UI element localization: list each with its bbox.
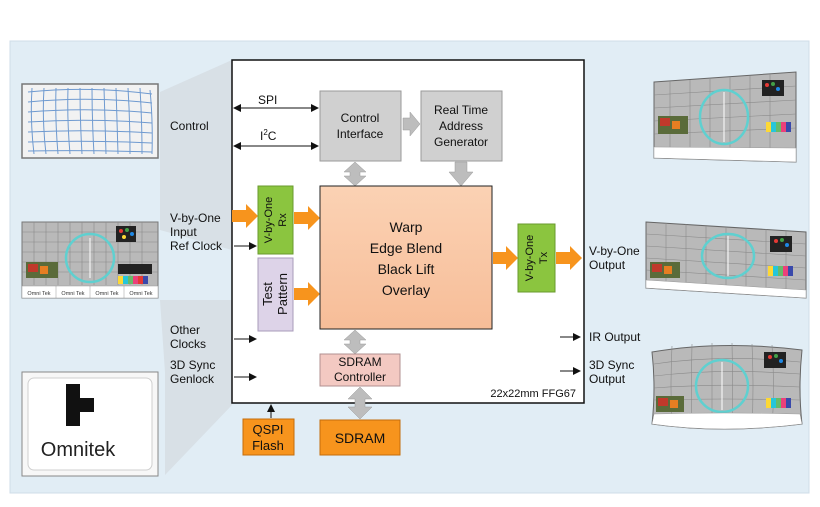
qspi-label-2: Flash	[252, 438, 284, 453]
label-control: Control	[170, 119, 209, 133]
sdram-block	[319, 419, 401, 456]
output-thumbnail-top	[653, 71, 797, 163]
sdram-controller-block	[319, 353, 401, 387]
rx-to-warp-arrow	[294, 206, 320, 230]
rx-label-1: V-by-One	[263, 197, 275, 243]
input-test-pattern-thumbnail: Omni Tek Omni Tek Omni Tek Omni Tek	[21, 221, 159, 299]
warp-line-2: Edge Blend	[370, 240, 442, 256]
vbyone-rx-block	[257, 185, 294, 255]
label-i2c: I2C	[260, 128, 277, 143]
test-pattern-label-2: Pattern	[275, 273, 290, 315]
sdram-ctrl-label-1: SDRAM	[338, 355, 381, 369]
label-vbyone-output-1: V-by-One	[589, 244, 640, 258]
label-other-clocks-2: Clocks	[170, 337, 206, 351]
label-3d-sync-2: Genlock	[170, 372, 215, 386]
qspi-flash-block	[242, 418, 295, 456]
control-interface-label-1: Control	[341, 111, 380, 125]
warp-line-1: Warp	[390, 219, 423, 235]
thumb-tab-label: Omni Tek	[129, 291, 152, 297]
warp-line-4: Overlay	[382, 282, 430, 298]
sdram-link-arrow	[347, 386, 373, 420]
thumb-tab-label: Omni Tek	[27, 291, 50, 297]
tp-to-warp-arrow	[294, 282, 320, 306]
control-interface-block	[319, 90, 402, 162]
vbyone-tx-block	[517, 223, 556, 293]
rta-label-3: Generator	[434, 135, 488, 149]
warp-line-3: Black Lift	[378, 261, 435, 277]
control-interface-label-2: Interface	[337, 127, 384, 141]
sdram-ctrl-label-2: Controller	[334, 370, 386, 384]
output-thumbnail-middle	[645, 221, 807, 299]
label-vbyone-input-2: Input	[170, 225, 197, 239]
ci-to-rta-arrow	[402, 111, 421, 137]
rx-label-2: Rx	[277, 213, 289, 227]
omnitek-logo: Omnitek	[21, 371, 159, 477]
label-3d-sync-output-1: 3D Sync	[589, 358, 634, 372]
label-other-clocks-1: Other	[170, 323, 200, 337]
label-ir-output: IR Output	[589, 330, 641, 344]
rta-label-1: Real Time	[434, 103, 488, 117]
fan-top	[160, 60, 232, 250]
test-pattern-block	[257, 257, 294, 332]
vbyone-input-arrow	[232, 204, 258, 228]
test-pattern-label-1: Test	[260, 282, 275, 306]
label-ref-clock: Ref Clock	[170, 239, 223, 253]
warp-to-tx-arrow	[493, 246, 518, 270]
tx-label-1: V-by-One	[524, 235, 536, 281]
rta-label-2: Address	[439, 119, 483, 133]
label-vbyone-input-1: V-by-One	[170, 211, 221, 225]
rta-generator-block	[420, 90, 503, 162]
thumb-tab-label: Omni Tek	[95, 291, 118, 297]
label-3d-sync-1: 3D Sync	[170, 358, 215, 372]
logo-text: Omnitek	[41, 439, 116, 461]
label-vbyone-output-2: Output	[589, 258, 626, 272]
warp-grid-thumbnail	[21, 83, 159, 159]
tx-label-2: Tx	[538, 251, 550, 264]
package-label: 22x22mm FFG67	[490, 388, 576, 400]
vbyone-output-arrow	[556, 246, 582, 270]
warp-block	[319, 185, 493, 330]
thumb-tab-label: Omni Tek	[61, 291, 84, 297]
sdram-label: SDRAM	[335, 430, 386, 446]
label-3d-sync-output-2: Output	[589, 372, 626, 386]
fan-bottom	[160, 300, 232, 475]
rta-warp-arrow	[448, 161, 474, 187]
qspi-label-1: QSPI	[252, 422, 283, 437]
output-thumbnail-bottom	[651, 342, 803, 430]
label-spi: SPI	[258, 93, 277, 107]
